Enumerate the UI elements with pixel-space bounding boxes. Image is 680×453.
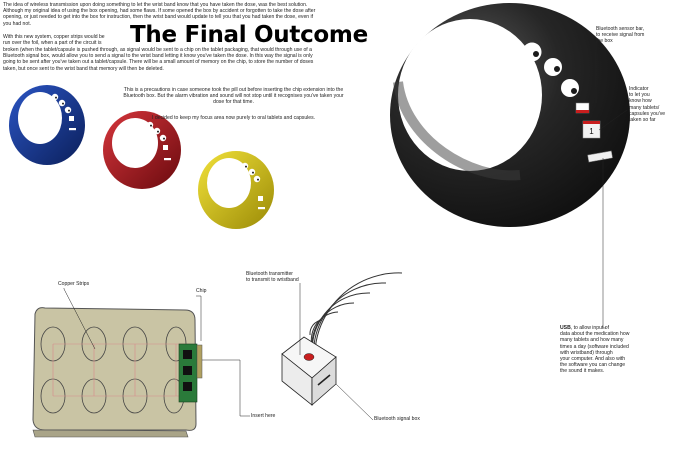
copper-strips-label: Copper Strips	[58, 281, 90, 287]
chip-label: Chip	[196, 288, 207, 294]
usb-label-text: , to allow input of data about the medic…	[560, 325, 630, 375]
usb-label-bold: USB	[560, 325, 571, 331]
red-wristband	[103, 111, 181, 189]
bluetooth-signal-box	[281, 336, 337, 406]
intro-paragraph: The idea of wireless transmission upon d…	[3, 2, 316, 27]
pill-icon-2	[544, 58, 562, 76]
yellow-wristband	[198, 151, 274, 229]
system-paragraph-start: With this new system, copper strips woul…	[3, 34, 105, 47]
blister-pack	[32, 307, 203, 438]
indicator-display	[582, 120, 601, 139]
usb-label: USB, to allow input of data about the me…	[560, 325, 678, 375]
indicator-label: Indicator to let you know how many table…	[629, 86, 666, 124]
page-title: The Final Outcome	[130, 22, 368, 48]
insert-here-label: Insert here	[251, 413, 276, 419]
transmitter-label: Bluetooth transmitter to transmit to wri…	[246, 271, 299, 284]
black-wristband	[390, 3, 630, 227]
usb-slot	[587, 150, 613, 163]
focus-paragraph: I decided to keep my focus area now pure…	[152, 115, 316, 121]
blue-wristband	[9, 85, 85, 165]
pill-icon-3	[561, 79, 579, 97]
precaution-paragraph: This is a precautions in case someone to…	[123, 87, 344, 106]
sensor-bar-label: Bluetooth sensor bar, to receive signal …	[596, 26, 645, 45]
copper-strips	[52, 343, 190, 397]
box-leaders	[299, 283, 374, 421]
pill-icon-1	[522, 42, 542, 62]
system-paragraph: broken (when the tablet/capsule is pushe…	[3, 47, 314, 72]
leader-lines	[595, 41, 628, 329]
signal-box-label: Bluetooth signal box	[374, 416, 420, 422]
indicator-count: 1	[589, 127, 594, 136]
chip	[178, 343, 203, 403]
blister-leaders	[63, 288, 250, 417]
